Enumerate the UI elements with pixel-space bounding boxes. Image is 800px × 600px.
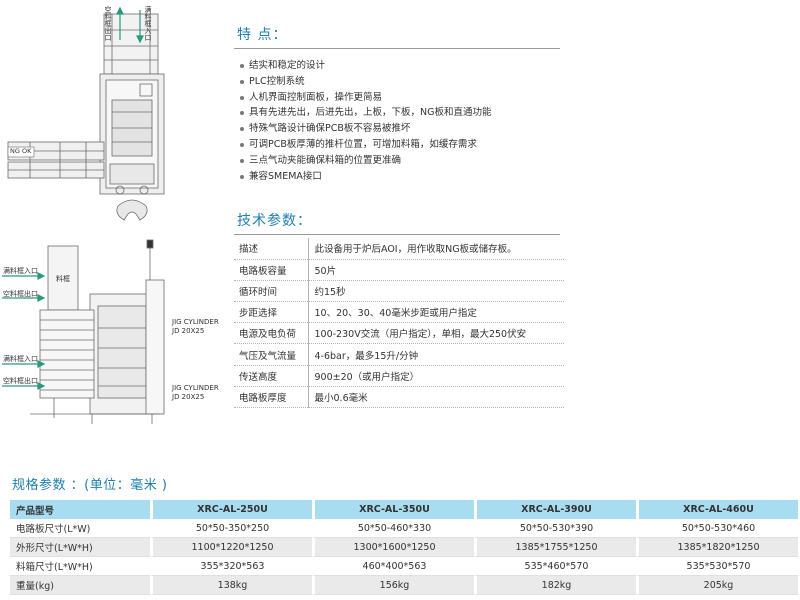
tech-value: 100-230V交流（用户指定），单相，最大250伏安 bbox=[308, 322, 564, 345]
spec-cell: 1385*1755*1250 bbox=[474, 538, 636, 557]
features-divider bbox=[234, 48, 560, 49]
feature-item: 特殊气路设计确保PCB板不容易被推坏 bbox=[239, 121, 569, 137]
tech-key: 电路板容量 bbox=[234, 259, 309, 281]
side-view-drawing bbox=[2, 239, 165, 424]
spec-title: 规格参数 ：(单位：毫米 ) bbox=[12, 478, 168, 493]
tech-key: 循环时间 bbox=[234, 280, 309, 303]
jig-cylinder-label-1b: JD 20X25 bbox=[172, 327, 205, 335]
spec-cell: 205kg bbox=[636, 576, 798, 595]
spec-cell: 50*50-350*250 bbox=[150, 519, 312, 538]
tech-value: 900±20（或用户指定） bbox=[308, 365, 564, 387]
tech-key: 传送高度 bbox=[234, 365, 309, 387]
jig-cylinder-label-1a: JIG CYLINDER bbox=[172, 318, 219, 326]
tech-row: 电路板厚度最小0.6毫米 bbox=[234, 386, 564, 409]
side-full-in-label-2: 满料框入口 bbox=[3, 355, 38, 363]
ng-ok-label: NG OK bbox=[10, 147, 32, 155]
tech-value: 此设备用于炉后AOI，用作收取NG板或储存板。 bbox=[308, 238, 564, 260]
side-empty-out-label-1: 空料框出口 bbox=[3, 290, 38, 298]
feature-item: 具有先进先出，后进先出，上板，下板，NG板和直通功能 bbox=[239, 105, 569, 121]
side-empty-out-label-2: 空料框出口 bbox=[3, 377, 38, 385]
spec-cell: 1100*1220*1250 bbox=[150, 538, 312, 557]
tech-value: 10、20、30、40毫米步距或用户指定 bbox=[308, 301, 564, 324]
spec-header-cell: XRC-AL-390U bbox=[474, 500, 636, 519]
spec-row: 重量(kg) 138kg 156kg 182kg 205kg bbox=[10, 576, 798, 595]
tech-value: 约15秒 bbox=[308, 280, 564, 303]
tech-value: 4-6bar，最多15升/分钟 bbox=[308, 343, 564, 366]
feature-item: 三点气动夹能确保料箱的位置更准确 bbox=[239, 153, 569, 169]
spec-cell: 50*50-530*460 bbox=[636, 519, 798, 538]
jig-cylinder-label-2a: JIG CYLINDER bbox=[172, 384, 219, 392]
top-view-drawing bbox=[7, 6, 165, 221]
spec-cell: 50*50-530*390 bbox=[474, 519, 636, 538]
feature-item: 可调PCB板厚薄的推杆位置，可增加料箱，如缓存需求 bbox=[239, 137, 569, 153]
spec-cell: 535*530*570 bbox=[636, 557, 798, 576]
machine-drawings: 空料框出口 满料框入口 NG OK bbox=[0, 0, 230, 440]
tech-key: 电路板厚度 bbox=[234, 386, 309, 409]
spec-header-row: 产品型号 XRC-AL-250U XRC-AL-350U XRC-AL-390U… bbox=[10, 500, 798, 519]
spec-row: 电路板尺寸(L*W) 50*50-350*250 50*50-460*330 5… bbox=[10, 519, 798, 538]
tech-key: 描述 bbox=[234, 238, 309, 260]
tech-row: 循环时间约15秒 bbox=[234, 280, 564, 303]
spec-cell: 1300*1600*1250 bbox=[312, 538, 474, 557]
spec-cell: 182kg bbox=[474, 576, 636, 595]
side-full-in-label-1: 满料框入口 bbox=[3, 267, 38, 275]
tech-params-title: 技术参数： bbox=[237, 213, 312, 229]
spec-cell: 460*400*563 bbox=[312, 557, 474, 576]
features-list: 结实和稳定的设计 PLC控制系统 人机界面控制面板，操作更简易 具有先进先出，后… bbox=[239, 58, 569, 184]
spec-cell: 138kg bbox=[150, 576, 312, 595]
tech-key: 电源及电负荷 bbox=[234, 322, 309, 345]
feature-item: 人机界面控制面板，操作更简易 bbox=[239, 90, 569, 106]
magazine-label: 料框 bbox=[56, 275, 70, 283]
top-full-in-label: 满料框入口 bbox=[144, 6, 152, 41]
tech-key: 步距选择 bbox=[234, 301, 309, 324]
spec-cell: 156kg bbox=[312, 576, 474, 595]
spec-cell: 料箱尺寸(L*W*H) bbox=[10, 557, 150, 576]
spec-row: 料箱尺寸(L*W*H) 355*320*563 460*400*563 535*… bbox=[10, 557, 798, 576]
tech-row: 描述此设备用于炉后AOI，用作收取NG板或储存板。 bbox=[234, 238, 564, 260]
top-empty-out-label: 空料框出口 bbox=[104, 6, 112, 41]
jig-cylinder-label-2b: JD 20X25 bbox=[172, 393, 205, 401]
spec-cell: 重量(kg) bbox=[10, 576, 150, 595]
spec-cell: 355*320*563 bbox=[150, 557, 312, 576]
feature-item: PLC控制系统 bbox=[239, 74, 569, 90]
spec-cell: 535*460*570 bbox=[474, 557, 636, 576]
spec-header-cell: 产品型号 bbox=[10, 500, 150, 519]
spec-table: 产品型号 XRC-AL-250U XRC-AL-350U XRC-AL-390U… bbox=[10, 500, 798, 595]
spec-header-cell: XRC-AL-460U bbox=[636, 500, 798, 519]
tech-value: 50片 bbox=[308, 259, 564, 281]
tech-params-divider bbox=[234, 234, 560, 235]
spec-cell: 电路板尺寸(L*W) bbox=[10, 519, 150, 538]
features-title: 特 点： bbox=[237, 27, 288, 43]
spec-cell: 1385*1820*1250 bbox=[636, 538, 798, 557]
tech-value: 最小0.6毫米 bbox=[308, 386, 564, 409]
spec-header-cell: XRC-AL-350U bbox=[312, 500, 474, 519]
spec-cell: 50*50-460*330 bbox=[312, 519, 474, 538]
feature-item: 兼容SMEMA接口 bbox=[239, 169, 569, 185]
tech-key: 气压及气流量 bbox=[234, 343, 309, 366]
spec-header-cell: XRC-AL-250U bbox=[150, 500, 312, 519]
spec-row: 外形尺寸(L*W*H) 1100*1220*1250 1300*1600*125… bbox=[10, 538, 798, 557]
spec-cell: 外形尺寸(L*W*H) bbox=[10, 538, 150, 557]
feature-item: 结实和稳定的设计 bbox=[239, 58, 569, 74]
